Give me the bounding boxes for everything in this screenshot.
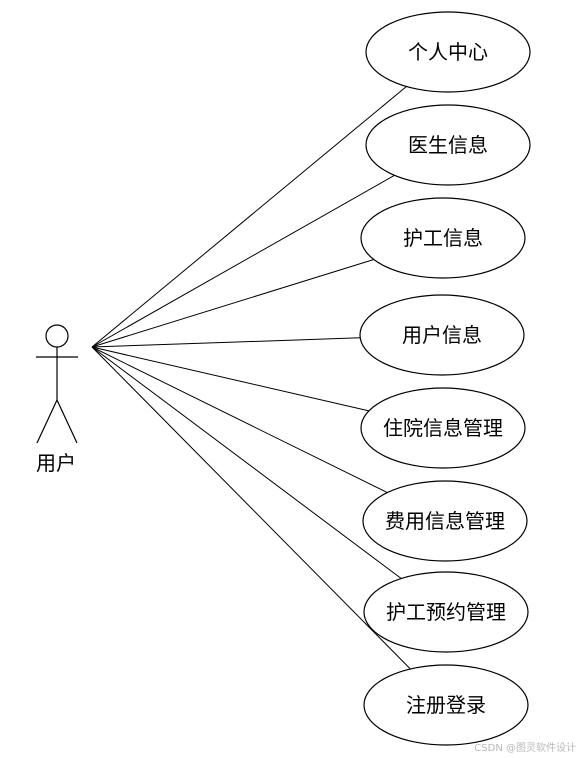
use-case-ellipse (363, 664, 529, 746)
use-case-label: 注册登录 (406, 693, 486, 717)
association-line (91, 346, 402, 579)
use-case-label: 个人中心 (408, 40, 488, 64)
association-line (91, 346, 370, 412)
actor-label: 用户 (36, 451, 76, 475)
use-case-ellipse (363, 571, 529, 653)
use-case-label: 医生信息 (408, 133, 488, 157)
use-case-label: 住院信息管理 (383, 416, 503, 440)
use-case-ellipse (365, 11, 531, 93)
watermark: CSDN @图灵软件设计 (474, 741, 576, 754)
use-case-label: 护工预约管理 (386, 600, 506, 624)
use-case: 护工信息 (360, 197, 526, 279)
association-line (91, 86, 407, 348)
use-case-ellipse (365, 104, 531, 186)
use-case-ellipse (362, 480, 528, 562)
actor-right-leg (56, 399, 78, 444)
actor-head (45, 324, 69, 348)
use-case: 用户信息 (359, 294, 525, 376)
association-line (91, 346, 411, 670)
association-line (91, 337, 361, 348)
use-case: 费用信息管理 (362, 480, 528, 562)
use-case-ellipse (360, 197, 526, 279)
use-case-ellipse (359, 294, 525, 376)
association-line (91, 346, 388, 494)
association-lines (91, 86, 411, 670)
use-case-label: 用户信息 (402, 323, 482, 347)
use-case-ellipse (360, 387, 526, 469)
actor: 用户 (36, 324, 78, 475)
use-case: 护工预约管理 (363, 571, 529, 653)
use-case: 医生信息 (365, 104, 531, 186)
use-case-label: 费用信息管理 (385, 509, 505, 533)
association-line (91, 259, 374, 348)
actor-left-leg (36, 399, 58, 444)
use-case: 住院信息管理 (360, 387, 526, 469)
use-case-label: 护工信息 (403, 226, 483, 250)
association-line (91, 174, 395, 348)
use-case: 注册登录 (363, 664, 529, 746)
use-case: 个人中心 (365, 11, 531, 93)
